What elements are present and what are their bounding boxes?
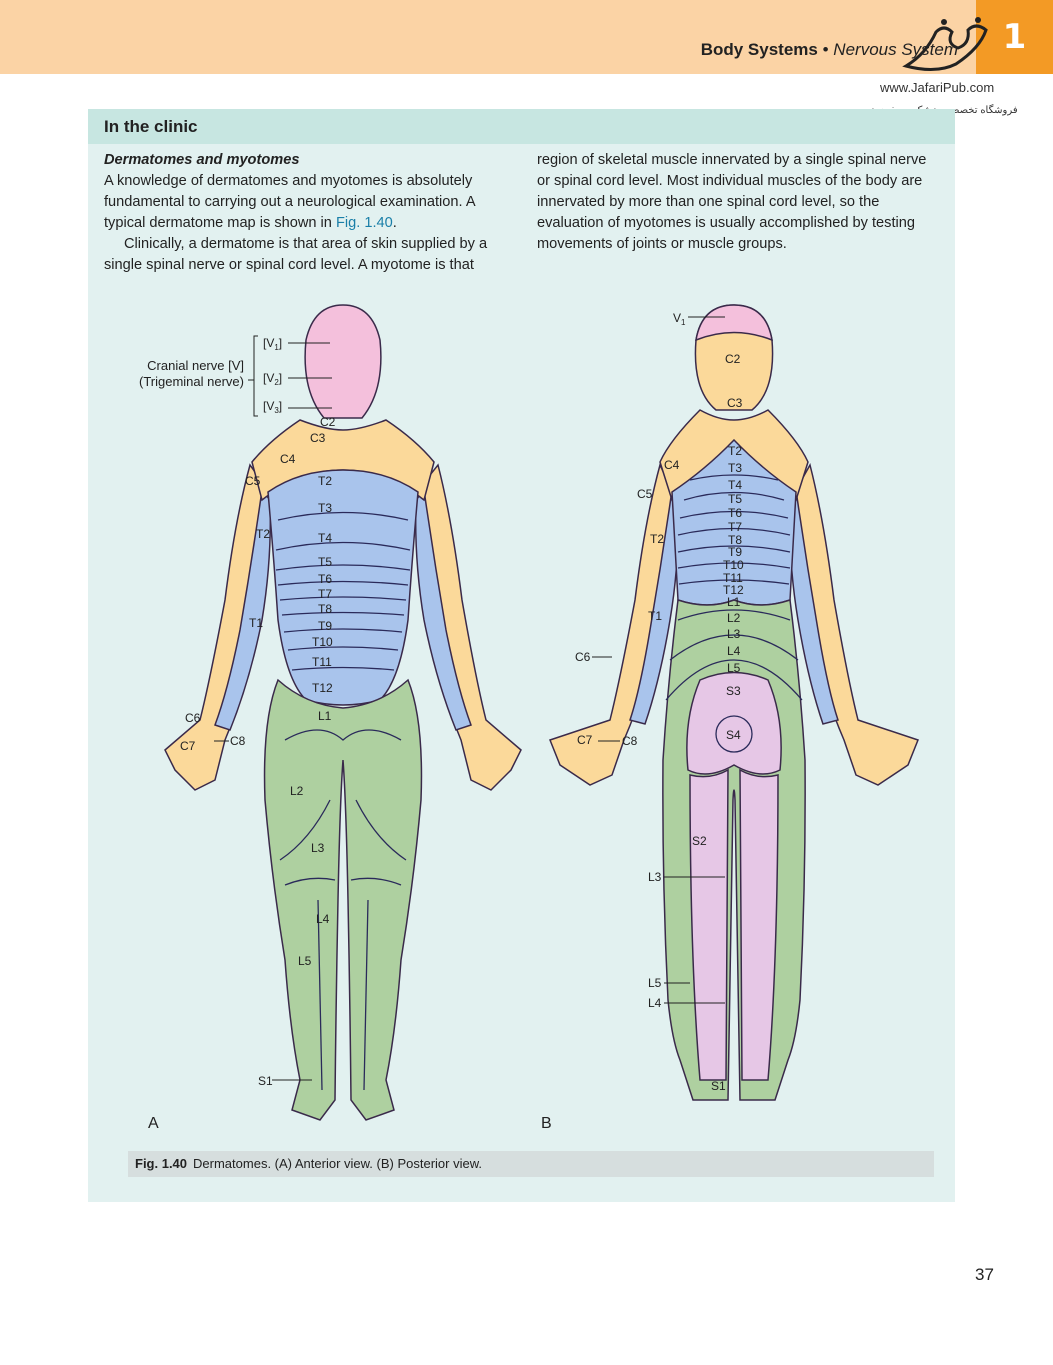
figure-reference-link[interactable]: Fig. 1.40 [335,215,393,231]
running-head-system: Body Systems [700,40,818,59]
clinic-title: In the clinic [104,117,198,136]
clinic-header: In the clinic [88,109,955,144]
page-number: 37 [975,1265,994,1284]
running-head-bullet: • [822,40,829,59]
figure-caption: Fig. 1.40 Dermatomes. (A) Anterior view. … [128,1151,934,1177]
running-head-subsystem: Nervous System [833,40,958,59]
publisher-logo-icon [902,17,988,71]
paragraph-2-part1: Clinically, a dermatome is that area of … [104,236,488,273]
paragraph-2-part2: Clinically, a dermatome is that area of … [537,152,927,252]
chapter-tab: 1 [976,0,1053,74]
paragraph-1: A knowledge of dermatomes and myotomes i… [104,173,475,231]
chapter-number: 1 [1002,17,1027,57]
site-url: www.JafariPub.com [880,80,995,95]
header-band [0,0,976,74]
caption-text: Dermatomes. (A) Anterior view. (B) Poste… [193,1156,483,1171]
running-head: Body Systems • Nervous System [701,40,958,60]
section-heading: Dermatomes and myotomes [104,152,300,168]
caption-figure-number: Fig. 1.40 [135,1156,188,1171]
text-column-left: Dermatomes and myotomes A knowledge of d… [104,150,504,234]
